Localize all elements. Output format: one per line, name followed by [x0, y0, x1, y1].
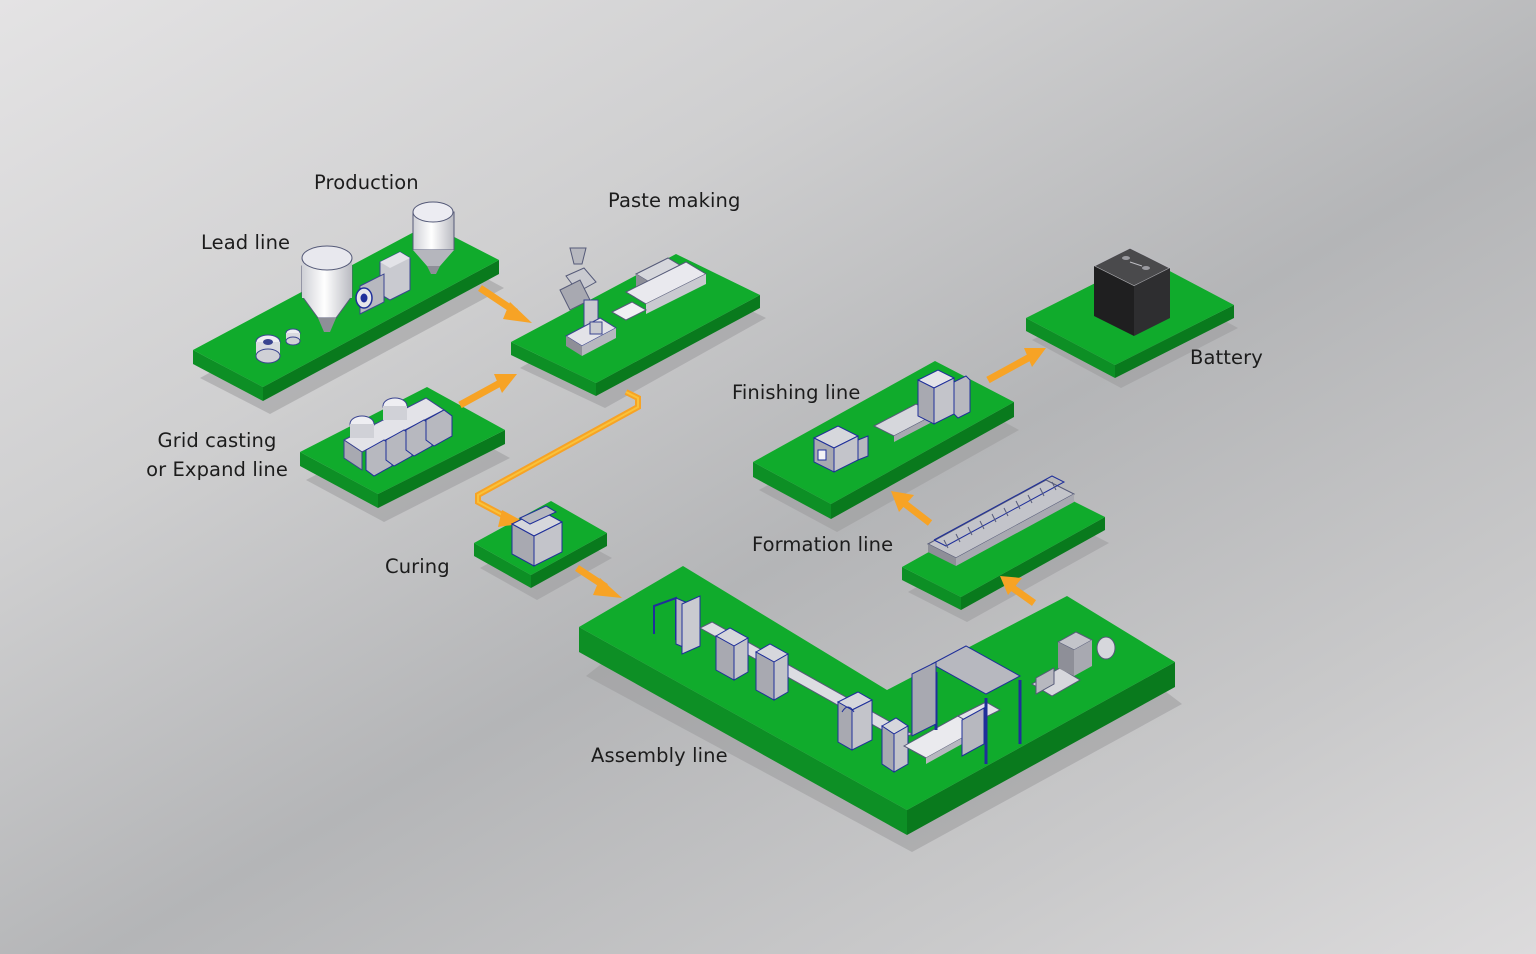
arrow-grid-to-paste [458, 374, 517, 409]
finishing-machine-left [812, 425, 869, 473]
flow-arrows [458, 285, 1046, 606]
arrow-assembly-to-formation [1000, 576, 1037, 606]
label-assembly-line: Assembly line [591, 744, 728, 767]
label-battery: Battery [1190, 346, 1263, 369]
platform-formation-line [902, 487, 1109, 622]
curing-chamber [510, 505, 564, 567]
assembly-heat-seal-machine [836, 691, 874, 751]
assembly-cos-machine [714, 627, 750, 681]
assembly-welding-machine [754, 643, 790, 701]
label-paste-making: Paste making [608, 189, 741, 212]
grid-caster-unit-4 [425, 409, 453, 447]
label-finishing-line: Finishing line [732, 381, 861, 404]
formation-racks [926, 475, 1076, 566]
formation-rack-ticks [943, 481, 1057, 549]
arrow-curing-to-assembly [575, 565, 622, 598]
lead-ingots [255, 328, 301, 364]
lead-mill-machine [355, 251, 411, 315]
assembly-tester [881, 717, 909, 773]
label-lead-line: Lead line [201, 231, 291, 254]
arrow-finishing-to-battery [986, 348, 1046, 384]
platform-curing [474, 501, 612, 600]
arrow-lead-to-paste [478, 285, 532, 323]
lead-silo-right [412, 201, 455, 274]
paste-mixer [564, 299, 618, 356]
assembly-stacker [653, 595, 701, 655]
platform-assembly-line [579, 566, 1182, 852]
label-grid-casting: Grid casting or Expand line [146, 426, 288, 484]
label-formation-line: Formation line [752, 533, 894, 556]
assembly-gantry [911, 645, 1022, 764]
battery-icon [1092, 247, 1172, 336]
machines-layer [255, 201, 1172, 773]
assembly-inlet-machine [1031, 631, 1116, 697]
label-grid-casting-line2: or Expand line [146, 458, 288, 481]
paste-hopper [559, 247, 597, 311]
paste-conveyor-machine [610, 257, 708, 321]
label-curing: Curing [385, 555, 450, 578]
platform-paste-making [511, 254, 766, 408]
finishing-machine-right [916, 369, 971, 425]
assembly-machines [653, 595, 1116, 773]
lead-silo-large [301, 245, 353, 332]
label-grid-casting-line1: Grid casting [157, 429, 277, 452]
grid-casting-machines [343, 397, 453, 477]
arrow-formation-to-finishing [891, 491, 933, 526]
label-production: Production [314, 171, 419, 194]
